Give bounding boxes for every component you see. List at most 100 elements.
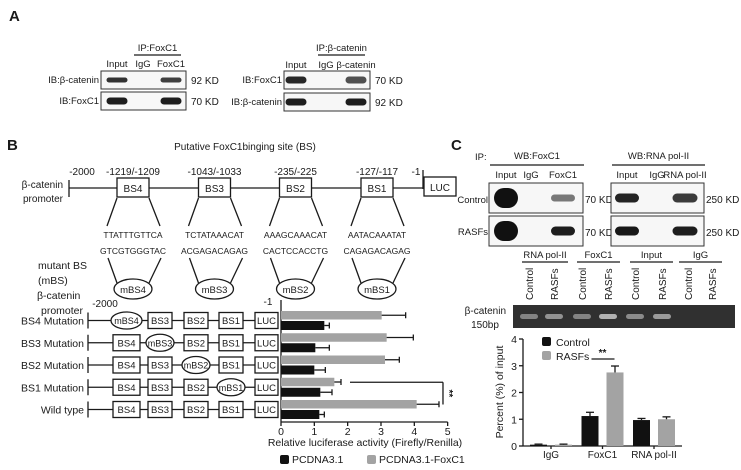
funnel-line [229, 197, 243, 227]
construct-label: BS3 Mutation [21, 338, 84, 350]
site-name: BS2 [187, 405, 205, 416]
luc-label: LUC [257, 316, 276, 327]
mutant-label: β-catenin [37, 290, 81, 302]
dna-band [599, 314, 617, 319]
molecular-weight-label: 92 KD [375, 98, 403, 109]
mutant-sequence: GTCGTGGGTAC [100, 246, 166, 256]
bar-pcdna [281, 387, 321, 397]
funnel-line [107, 257, 118, 284]
x-tick-label: 3 [378, 426, 384, 438]
site-name: BS3 [205, 184, 224, 195]
protein-band [494, 221, 518, 241]
bar-foxc1 [281, 355, 385, 364]
mutant-label: (mBS) [38, 275, 68, 287]
lane-label: RNA pol-II [663, 170, 706, 181]
ip-label: IP:FoxC1 [138, 43, 178, 54]
mutant-site-name: mBS3 [202, 285, 228, 296]
site-position-label: -1219/-1209 [106, 167, 160, 178]
lane-label: Input [616, 170, 637, 181]
y-tick-label: 4 [511, 334, 517, 346]
site-name: BS3 [151, 383, 169, 394]
panel-c-label: C [451, 137, 462, 154]
mutant-site-oval [113, 278, 153, 300]
wild-type-sequence: AATACAAATAT [348, 230, 406, 240]
y-tick-label: 2 [511, 388, 517, 400]
gel-lane-label: RASFs [708, 268, 719, 300]
funnel-line [350, 197, 362, 227]
dna-band [573, 314, 591, 319]
antibody-label: IB:β-catenin [48, 75, 99, 86]
site-box [360, 177, 394, 198]
funnel-line [269, 257, 281, 284]
bar-control [633, 420, 650, 446]
mutant-site-oval [275, 278, 316, 300]
mutant-sequence: CACTCCACCTG [263, 246, 328, 256]
dna-band [545, 314, 563, 319]
gel-lane-label: Control [578, 268, 589, 300]
legend-label: PCDNA3.1 [292, 454, 344, 466]
funnel-line [392, 257, 406, 284]
site-name: BS4 [118, 405, 136, 416]
wild-type-sequence: TCTATAAACAT [185, 230, 244, 240]
luc-box [254, 356, 279, 374]
site-box [112, 356, 141, 374]
site-name: mBS4 [114, 316, 139, 326]
site-position-label: -235/-225 [274, 167, 317, 178]
panel-b-label: B [7, 137, 18, 154]
site-name: BS3 [151, 316, 169, 327]
protein-band [106, 97, 128, 105]
protein-band [494, 188, 518, 208]
lane-label: Input [495, 170, 516, 181]
site-box [112, 400, 141, 419]
site-box [218, 356, 244, 374]
site-name: BS2 [187, 383, 205, 394]
bar-rasfs [658, 419, 675, 446]
lane-label: β-catenin [336, 60, 375, 71]
site-position-label: -1043/-1033 [188, 167, 242, 178]
mutated-site-oval [181, 355, 211, 375]
bar-control [581, 416, 599, 446]
site-name: BS3 [151, 361, 169, 372]
site-name: BS2 [187, 316, 205, 327]
molecular-weight-label: 70 KD [585, 195, 613, 206]
funnel-line [268, 197, 281, 227]
x-tick-label: FoxC1 [588, 450, 618, 461]
funnel-line [310, 197, 324, 227]
molecular-weight-label: 250 KD [706, 195, 739, 206]
molecular-weight-label: 92 KD [191, 76, 219, 87]
mutant-site-name: mBS1 [364, 285, 390, 296]
mutant-site-oval [194, 278, 235, 300]
x-tick-label: 0 [278, 426, 284, 438]
site-box [278, 177, 313, 198]
site-box [116, 177, 150, 198]
mutant-sequence: ACGAGACAGAG [181, 246, 248, 256]
x-tick-label: 2 [345, 426, 351, 438]
site-name: BS2 [187, 338, 205, 349]
gel-lane-label: Control [631, 268, 642, 300]
legend-swatch-pcdna [280, 455, 289, 464]
lane-label: FoxC1 [549, 170, 577, 181]
construct-start-label: -2000 [92, 299, 118, 310]
ip-label: IP:β-catenin [316, 43, 367, 54]
construct-end-label: -1 [264, 297, 273, 308]
x-axis-label: Relative luciferase activity (Firefly/Re… [268, 437, 462, 449]
funnel-line [148, 197, 161, 227]
gel-lane-label: RASFs [604, 268, 615, 300]
x-tick-label: IgG [543, 450, 559, 461]
antibody-label: IB:FoxC1 [242, 75, 282, 86]
bar-foxc1 [281, 311, 382, 320]
bar-pcdna [281, 321, 325, 330]
site-box [183, 378, 209, 396]
blot-strip [283, 92, 371, 112]
promoter-label: promoter [23, 194, 64, 205]
lane-label: FoxC1 [157, 59, 185, 70]
